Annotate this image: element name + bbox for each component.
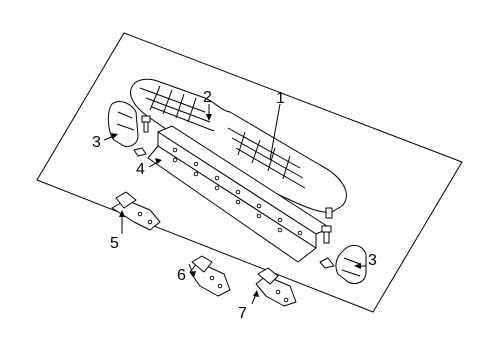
callout-7: 7 — [238, 305, 247, 322]
end-cap-right-part — [335, 245, 367, 285]
callout-5: 5 — [110, 235, 119, 252]
bracket-7-part — [255, 267, 297, 307]
end-cap-left-part — [107, 101, 139, 147]
clip-upper — [133, 147, 147, 157]
clip-lower — [319, 257, 335, 269]
bracket-6-part — [189, 255, 231, 297]
mounting-rail-part — [147, 125, 331, 263]
leader-lines — [103, 103, 366, 305]
callout-2: 2 — [203, 89, 212, 106]
bolt-lower — [321, 225, 332, 244]
bracket-5-part — [111, 191, 161, 231]
bolt-upper — [141, 115, 151, 133]
callout-1: 1 — [276, 90, 285, 107]
callout-3-left: 3 — [92, 134, 101, 151]
rail-holes — [172, 147, 303, 236]
callout-4: 4 — [136, 161, 145, 178]
assembly-frame — [36, 32, 463, 313]
callout-3-right: 3 — [368, 252, 377, 269]
callout-6: 6 — [177, 267, 186, 284]
step-pad-part — [130, 78, 347, 219]
